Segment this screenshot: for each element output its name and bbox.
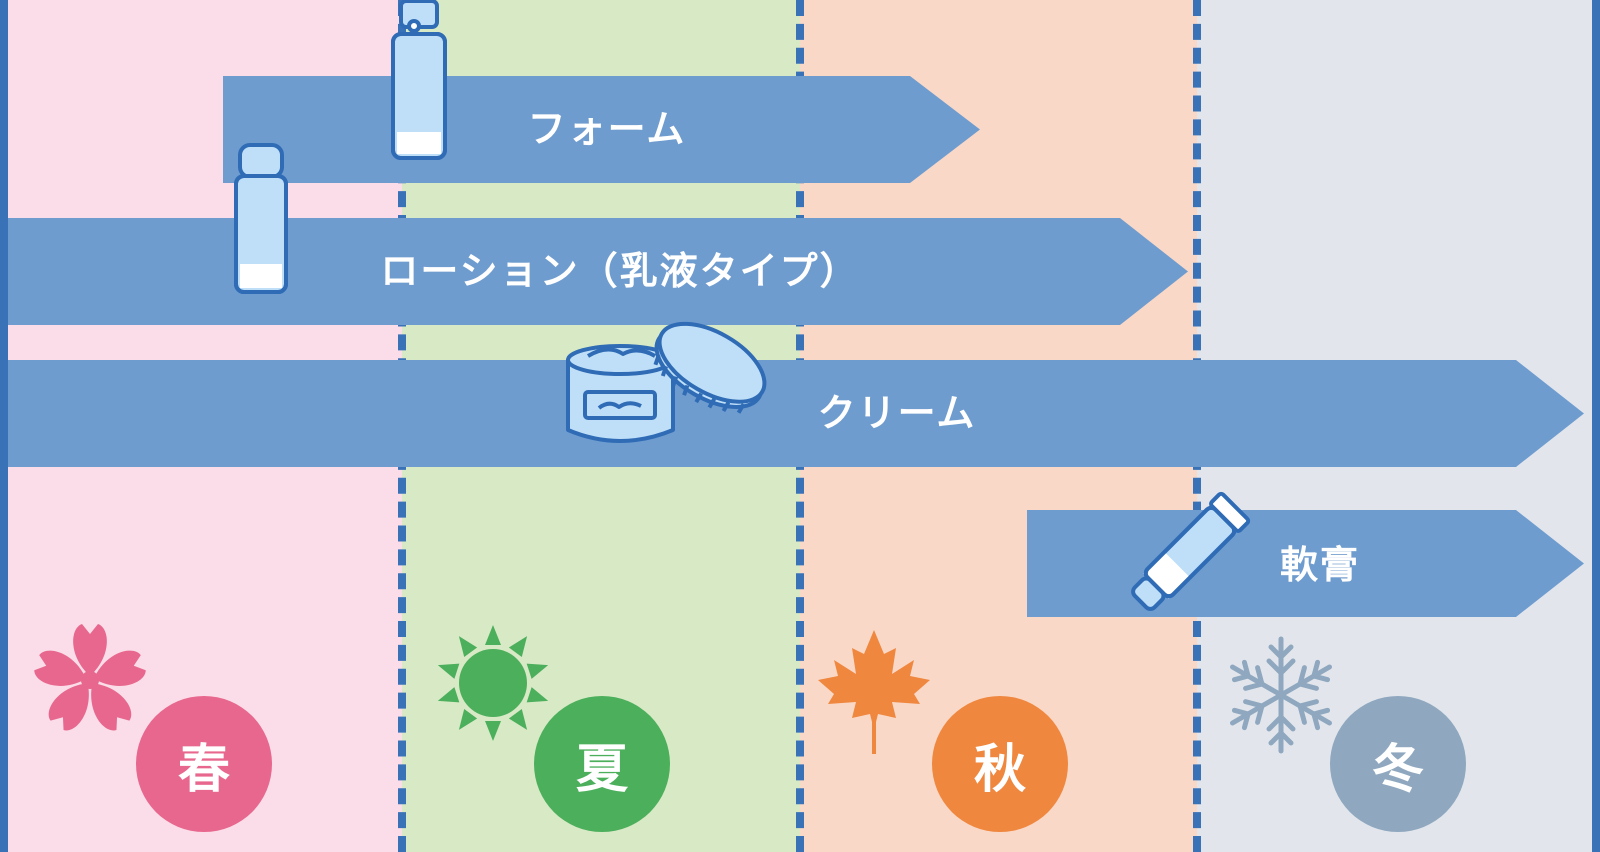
autumn-badge: 秋 [932,696,1068,832]
maple-leaf-icon [818,630,930,754]
cream-arrow-shape [8,360,1584,467]
foam-label: フォーム [527,107,687,151]
foam-bottle-icon [391,0,447,160]
lotion-label: ローション（乳液タイプ） [380,249,860,293]
lotion-bottle-icon [234,143,288,294]
left-border [0,0,8,852]
cherry-blossom-icon [34,624,146,731]
ointment-label: 軟膏 [1279,543,1361,587]
lotion-arrow-shape [8,218,1188,325]
cream-jar-icon [566,321,767,443]
right-border [1592,0,1600,852]
winter-badge: 冬 [1330,696,1466,832]
sun-icon [437,625,549,741]
spring-badge: 春 [136,696,272,832]
summer-badge: 夏 [534,696,670,832]
snowflake-icon [1230,636,1332,754]
cream-label: クリーム [817,391,977,435]
lotion-arrow [8,218,1188,325]
ointment-tube-icon [1131,491,1251,611]
cream-arrow [8,360,1584,467]
